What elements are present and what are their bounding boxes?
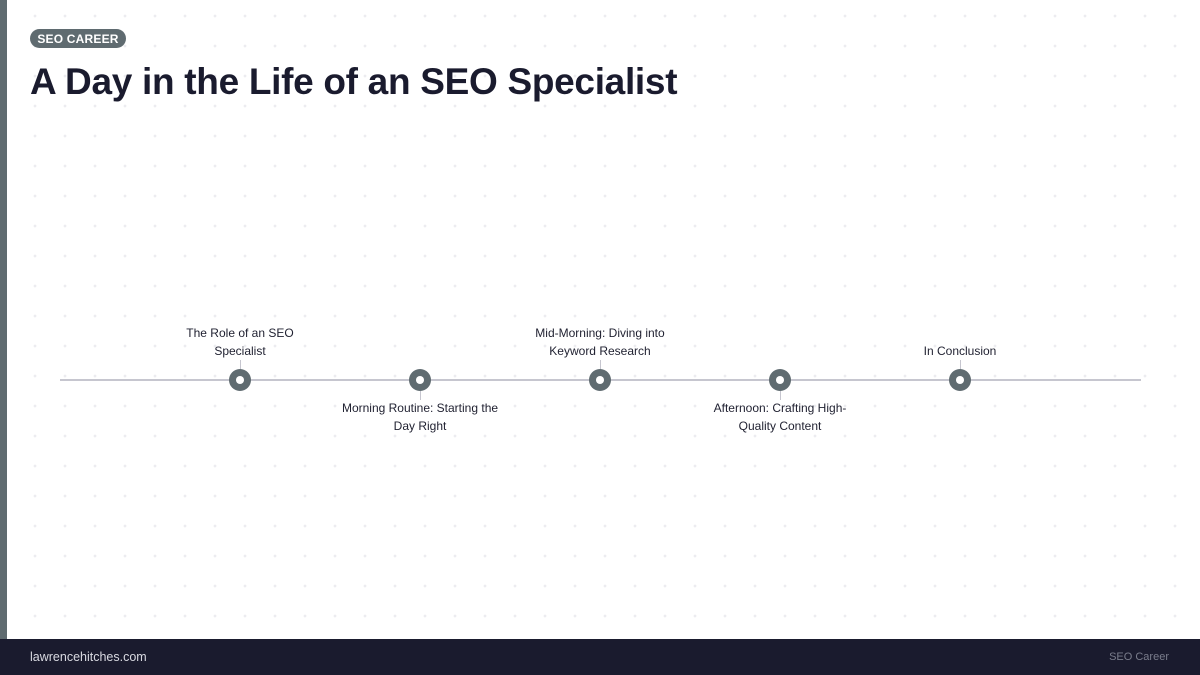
category-badge: SEO CAREER	[30, 29, 126, 48]
timeline-node-icon	[769, 369, 791, 391]
timeline-connector	[419, 391, 421, 400]
timeline-connector	[779, 391, 781, 400]
timeline-node-icon	[229, 369, 251, 391]
footer-section-label: SEO Career	[1109, 651, 1169, 663]
timeline-connector	[239, 360, 241, 369]
timeline-connector	[959, 360, 961, 369]
timeline-label: Afternoon: Crafting High-Quality Content	[713, 401, 847, 433]
page-title: A Day in the Life of an SEO Specialist	[30, 61, 678, 102]
timeline-node-icon	[949, 369, 971, 391]
timeline-label: In Conclusion	[923, 344, 997, 358]
footer-website: lawrencehitches.com	[30, 650, 147, 664]
footer: lawrencehitches.com SEO Career	[0, 639, 1200, 675]
timeline-node-icon	[589, 369, 611, 391]
timeline-node-icon	[409, 369, 431, 391]
timeline-label: Mid-Morning: Diving into Keyword Researc…	[535, 326, 665, 358]
timeline-label: Morning Routine: Starting the Day Right	[341, 401, 499, 433]
timeline-label: The Role of an SEO Specialist	[186, 326, 294, 358]
left-accent-bar	[0, 0, 7, 639]
timeline-connector	[599, 360, 601, 369]
